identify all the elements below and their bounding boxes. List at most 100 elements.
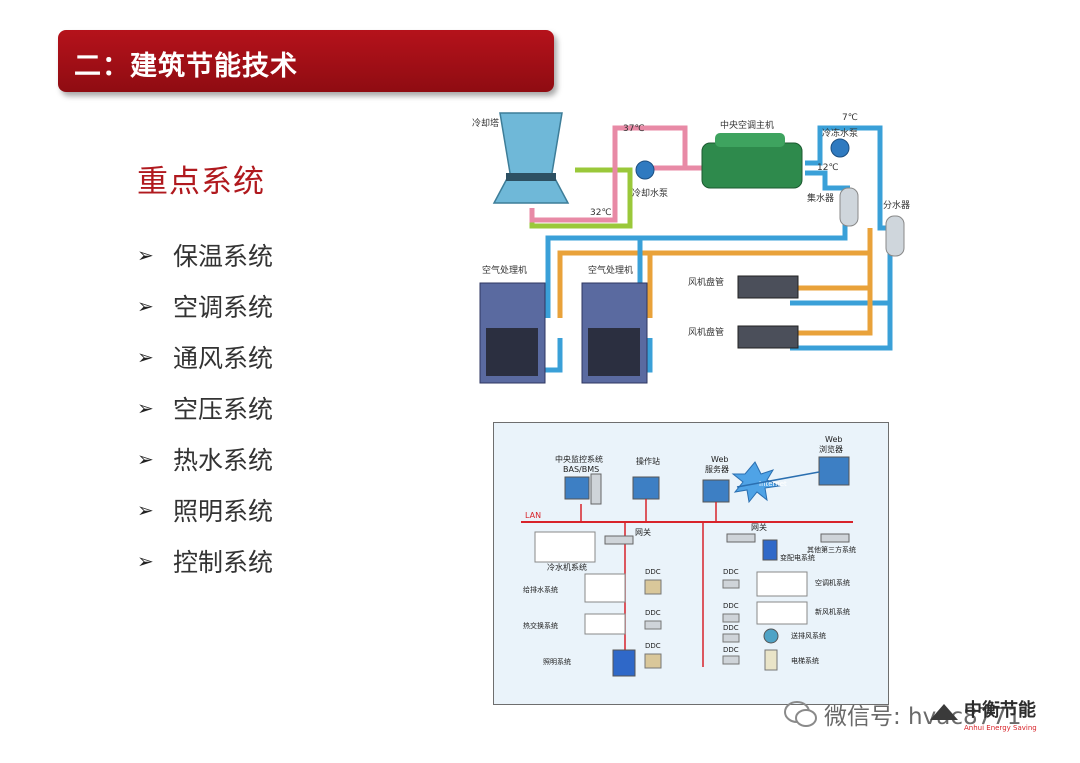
fcu-hot-pipe-1 (790, 253, 873, 291)
bullet-text: 控制系统 (173, 547, 274, 577)
bas-tower-icon (590, 473, 602, 505)
label-ddc-right-3: DDC (723, 624, 739, 632)
fcu-1-icon (737, 275, 799, 299)
web-server-icon (702, 479, 730, 503)
bullet-item: ➢ 热水系统 (137, 433, 273, 484)
label-power-distribution: 变配电系统 (780, 553, 815, 562)
fcu-cold-pipe-2 (790, 303, 893, 351)
section-heading: 重点系统 (137, 164, 265, 200)
cooling-pump-icon (635, 160, 655, 180)
label-fcu-1: 风机盘管 (688, 276, 724, 288)
water-system-panel (584, 573, 626, 603)
label-workstation: 操作站 (636, 456, 660, 466)
label-cooling-pump: 冷却水泵 (632, 187, 668, 199)
label-third-party: 其他第三方系统 (807, 545, 856, 554)
power-cabinet-icon (762, 539, 778, 561)
label-ahu-2: 空气处理机 (588, 264, 633, 276)
chiller-system-panel (534, 531, 596, 563)
label-fcu-2: 风机盘管 (688, 326, 724, 338)
label-ddc-left-1: DDC (645, 568, 661, 576)
collector-icon (839, 187, 859, 227)
bullet-text: 空调系统 (173, 292, 274, 322)
label-ddc-right-2: DDC (723, 602, 739, 610)
label-chiller-system: 冷水机系统 (547, 562, 587, 572)
bullet-text: 热水系统 (173, 445, 274, 475)
label-gateway-1: 网关 (635, 527, 651, 537)
label-web-server-1: Web (711, 455, 728, 464)
wechat-id: 微信号: hvac8771 (824, 704, 1022, 730)
label-web-server-2: 服务器 (705, 464, 729, 474)
arrow-bullet-icon: ➢ (137, 446, 154, 471)
chiller-top-icon (715, 133, 785, 147)
bullet-item: ➢保温系统 (137, 229, 273, 280)
bullet-text: 保温系统 (173, 241, 274, 271)
label-ddc-left-3: DDC (645, 642, 661, 650)
internet-link (736, 471, 820, 488)
bullet-item: ➢控制系统 (137, 535, 273, 586)
label-ac-unit: 空调机系统 (815, 578, 850, 587)
fcu-hot-pipe-2 (790, 288, 873, 336)
bullet-item: ➢照明系统 (137, 484, 273, 535)
arrow-bullet-icon: ➢ (137, 293, 154, 318)
label-heat-exchange: 热交换系统 (523, 621, 558, 630)
fcu-2-icon (737, 325, 799, 349)
ahu1-return-pipe (540, 338, 563, 373)
fcu-cold-pipe-1 (790, 238, 893, 306)
hvac-schematic-figure: 冷却塔 冷却水泵 中央空调主机 冷冻水泵 集水器 分水器 37℃ 32℃ 7℃ … (472, 112, 910, 384)
temp-7: 7℃ (842, 113, 858, 123)
label-chiller: 中央空调主机 (720, 119, 774, 131)
chilled-pump-icon (830, 138, 850, 158)
ddc-right-2-icon (722, 613, 740, 623)
label-distributor: 分水器 (883, 199, 910, 211)
elevator-icon (764, 649, 778, 671)
slide-title: 二：建筑节能技术 (74, 51, 298, 82)
label-internet: Internet (759, 480, 787, 488)
ddc-right-1-icon (722, 579, 740, 589)
cooling-tower-icon (492, 112, 570, 204)
bas-network-figure: 中央监控系统 BAS/BMS 操作站 Web 服务器 Internet Web … (493, 422, 889, 705)
heat-exchange-panel (584, 613, 626, 635)
bullet-list: ➢保温系统 ➢ 空调系统 ➢通风系统 ➢ 空压系统 ➢ 热水系统 ➢照明系统 ➢控制系… (137, 229, 273, 586)
label-collector: 集水器 (807, 192, 834, 204)
internet-cloud-icon (731, 461, 781, 504)
condenser-pipe (529, 125, 710, 223)
label-gateway-2: 网关 (751, 522, 767, 532)
wechat-icon (784, 701, 817, 727)
arrow-bullet-icon: ➢ (137, 395, 154, 420)
label-bas-bms: BAS/BMS (563, 465, 599, 474)
slide-title-banner: 二：建筑节能技术 (58, 30, 554, 92)
bullet-text: 空压系统 (173, 394, 274, 424)
ahu-1-grille-icon (486, 328, 538, 376)
gateway-2-icon (726, 533, 756, 543)
label-lan: LAN (525, 511, 541, 520)
label-fresh-air: 新风机系统 (815, 607, 850, 616)
distributor-icon (885, 215, 905, 257)
label-ddc-left-2: DDC (645, 609, 661, 617)
brand-logo-subtext: Anhui Energy Saving (964, 724, 1037, 732)
ddc-right-3-icon (722, 633, 740, 643)
ddc-right-4-icon (722, 655, 740, 665)
wechat-watermark: 微信号: hvac8771 中衡节能 Anhui Energy Saving (784, 690, 1074, 738)
bullet-text: 通风系统 (173, 343, 274, 373)
label-chilled-pump: 冷冻水泵 (822, 127, 858, 139)
label-supply-exhaust: 送排风系统 (791, 631, 826, 640)
bullet-item: ➢通风系统 (137, 331, 273, 382)
label-ahu-1: 空气处理机 (482, 264, 527, 276)
temp-12: 12℃ (817, 163, 839, 173)
brand-logo-mark-icon (930, 704, 958, 720)
label-cooling-tower: 冷却塔 (472, 117, 499, 129)
label-central-monitor: 中央监控系统 (555, 454, 603, 464)
workstation-icon (632, 476, 660, 500)
bullet-item: ➢ 空压系统 (137, 382, 273, 433)
ddc-left-2-icon (644, 620, 662, 630)
fan-icon (763, 628, 779, 644)
chilled-pipe-link (805, 170, 850, 191)
label-web-browser-1: Web (825, 435, 842, 444)
bas-monitor-icon (564, 476, 590, 500)
bullet-text: 照明系统 (173, 496, 274, 526)
ddc-left-3-icon (644, 653, 662, 669)
web-browser-icon (818, 456, 850, 486)
label-ddc-right-4: DDC (723, 646, 739, 654)
temp-37: 37℃ (623, 124, 645, 134)
label-water-system: 给排水系统 (523, 585, 558, 594)
